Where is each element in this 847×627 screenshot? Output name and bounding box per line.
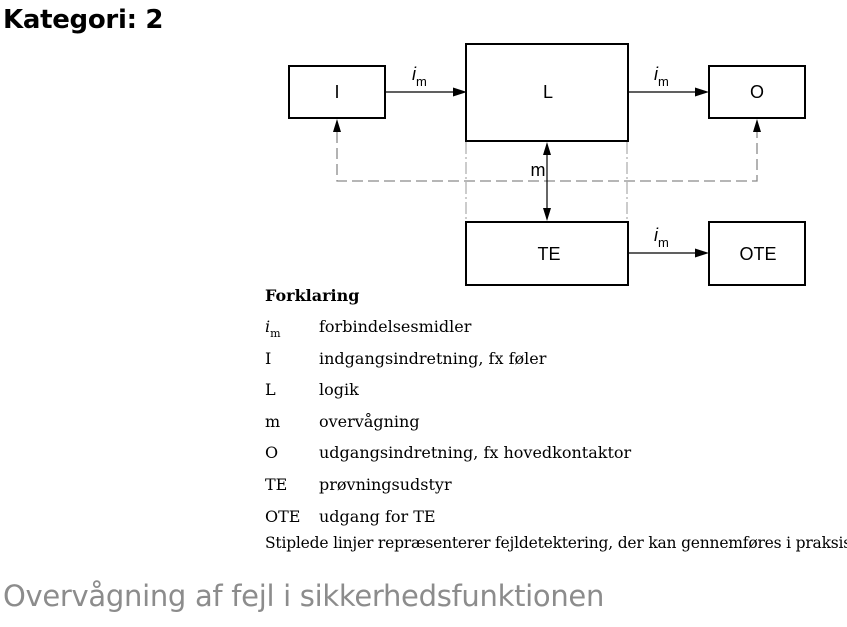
monitoring-arrow-down bbox=[543, 208, 551, 221]
legend-symbol: im bbox=[265, 317, 281, 340]
signal-arrow-te-to-ote bbox=[695, 248, 709, 258]
section-caption: Overvågning af fejl i sikkerhedsfunktion… bbox=[3, 579, 605, 613]
fault-detection-arrow-to-output bbox=[753, 119, 761, 132]
legend: Forklaring im forbindelsesmidler I indga… bbox=[265, 285, 847, 554]
legend-heading: Forklaring bbox=[265, 286, 360, 305]
legend-item: TE prøvningsudstyr bbox=[265, 474, 847, 506]
signal-arrow-logic-to-output bbox=[695, 87, 709, 97]
signal-subscript: m bbox=[658, 74, 669, 89]
block-logic bbox=[465, 43, 629, 142]
legend-text: overvågning bbox=[319, 411, 420, 431]
monitoring-arrow-up bbox=[543, 142, 551, 155]
block-test-output-label: OTE bbox=[739, 244, 776, 264]
category-heading: Kategori: 2 bbox=[3, 5, 164, 35]
legend-item: OTE udgang for TE bbox=[265, 506, 847, 538]
category-2-block-diagram: I L O TE OTE im im im m bbox=[288, 43, 806, 286]
monitoring-label: m bbox=[531, 160, 546, 180]
legend-item: m overvågning bbox=[265, 411, 847, 443]
signal-arrow-input-to-logic bbox=[453, 87, 467, 97]
legend-text: forbindelsesmidler bbox=[319, 317, 472, 336]
legend-item: O udgangsindretning, fx hovedkontaktor bbox=[265, 442, 847, 474]
block-input-label: I bbox=[334, 82, 339, 102]
legend-note: Stiplede linjer repræsenterer fejldetekt… bbox=[265, 534, 847, 553]
legend-text: indgangsindretning, fx føler bbox=[319, 348, 547, 368]
signal-letter: i bbox=[654, 64, 659, 84]
block-test-equipment-label: TE bbox=[537, 244, 560, 264]
legend-text: logik bbox=[319, 380, 359, 400]
block-input bbox=[288, 65, 386, 119]
legend-text: prøvningsudstyr bbox=[319, 474, 452, 494]
signal-letter: i bbox=[654, 225, 659, 245]
signal-label-logic-to-output: im bbox=[654, 64, 669, 89]
signal-subscript: m bbox=[416, 74, 427, 89]
signal-label-input-to-logic: im bbox=[412, 64, 427, 89]
legend-symbol: L bbox=[265, 380, 276, 400]
block-logic-label: L bbox=[543, 82, 553, 102]
block-output bbox=[708, 65, 806, 119]
fault-detection-arrow-to-input bbox=[333, 119, 341, 132]
signal-subscript: m bbox=[658, 235, 669, 250]
legend-symbol: TE bbox=[265, 474, 288, 494]
legend-item: im forbindelsesmidler bbox=[265, 316, 847, 348]
signal-letter: i bbox=[412, 64, 417, 84]
legend-text: udgang for TE bbox=[319, 506, 436, 526]
legend-symbol: I bbox=[265, 348, 272, 368]
legend-item: L logik bbox=[265, 379, 847, 411]
block-output-label: O bbox=[750, 82, 764, 102]
signal-label-te-to-ote: im bbox=[654, 225, 669, 250]
legend-symbol: m bbox=[265, 411, 281, 431]
legend-symbol: O bbox=[265, 443, 279, 463]
block-test-equipment bbox=[465, 221, 629, 286]
legend-item: I indgangsindretning, fx føler bbox=[265, 348, 847, 380]
legend-text: udgangsindretning, fx hovedkontaktor bbox=[319, 443, 632, 463]
block-test-output bbox=[708, 221, 806, 286]
legend-symbol: OTE bbox=[265, 506, 301, 526]
